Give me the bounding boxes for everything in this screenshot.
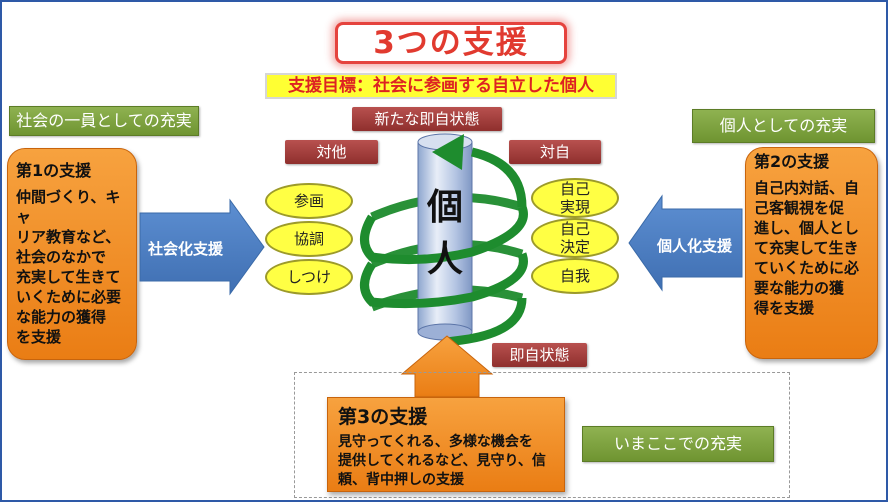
third-support-arrow [400,335,494,398]
support1-box: 第1の支援 仲間づくり、キャ リア教育など、 社会のなかで 充実して生きて いく… [7,148,137,360]
bottom-region [294,372,790,498]
support3-box: 第3の支援 見守ってくれる、多様な機会を 提供してくれるなど、見守り、信 頼、背… [327,397,565,492]
oval-discipline: しつけ [265,259,353,295]
current-state-label: 即自状態 [492,343,587,367]
individual-label: 個 人 [426,187,463,280]
socialization-arrow [139,198,265,296]
left-section-header: 社会の一員としての充実 [9,106,199,136]
spiral-arrowhead [432,134,464,170]
support3-body: 見守ってくれる、多様な機会を 提供してくれるなど、見守り、信 頼、背中押しの支援 [338,434,546,488]
oval-self-actualization: 自己 実現 [531,178,619,218]
support1-heading: 第1の支援 [16,161,92,180]
support3-heading: 第3の支援 [338,406,428,428]
support2-body: 自己内対話、自 己客観視を促 進し、個人とし て充実して生き ていくために必 要… [754,179,860,317]
spiral-front [360,147,528,347]
individualization-label: 個人化支援 [657,237,733,255]
oval-self-determination: 自己 決定 [531,218,619,258]
support-goal-banner: 支援目標：社会に参画する自立した個人 [265,73,617,99]
diagram-title: 3つの支援 [335,22,567,64]
taita-label: 対他 [285,140,378,164]
oval-cooperation: 協調 [265,221,353,257]
socialization-label: 社会化支援 [148,240,224,258]
oval-ego: 自我 [531,258,619,294]
individualization-arrow [628,194,743,292]
bottom-section-header: いまここでの充実 [582,426,774,462]
support1-body: 仲間づくり、キャ リア教育など、 社会のなかで 充実して生きて いくために必要 … [16,188,122,346]
taiji-label: 対自 [509,140,601,164]
right-section-header: 個人としての充実 [692,109,875,143]
new-state-label: 新たな即自状態 [352,107,502,131]
support2-box: 第2の支援 自己内対話、自 己客観視を促 進し、個人とし て充実して生き ていく… [745,147,878,359]
oval-participation: 参画 [265,183,353,219]
support2-heading: 第2の支援 [754,152,830,171]
